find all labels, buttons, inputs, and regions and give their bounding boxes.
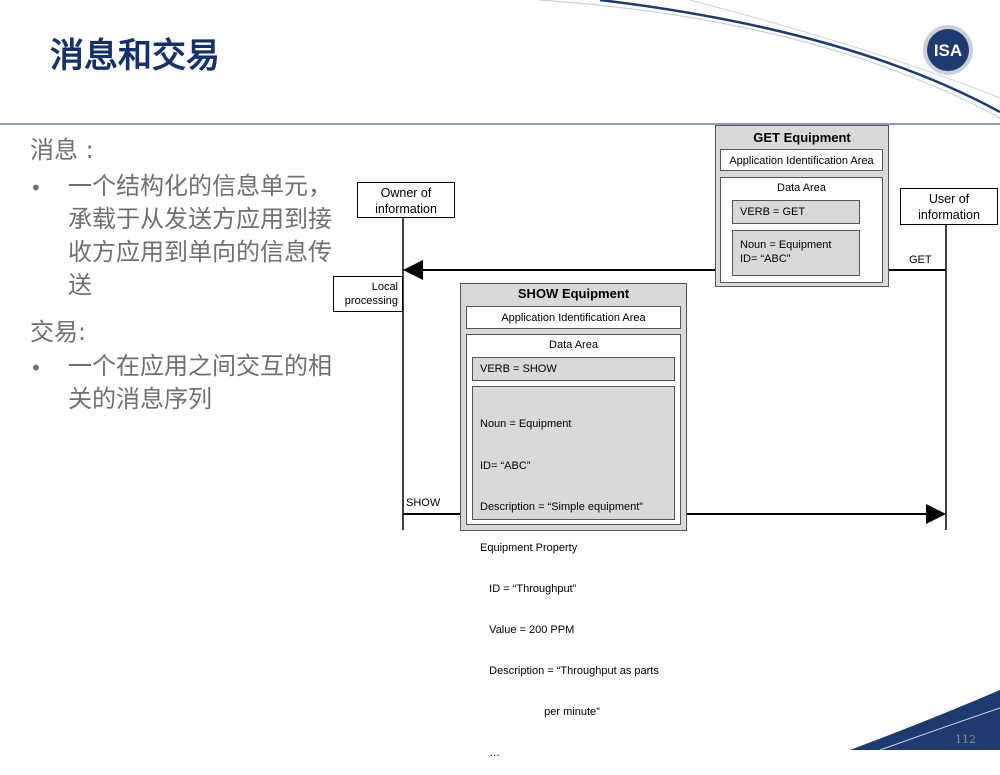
local-processing-box: Local processing xyxy=(333,276,403,312)
message-heading: 消息 : xyxy=(30,136,94,164)
noun-line: … xyxy=(480,747,501,760)
noun-line: ID= “ABC” xyxy=(480,459,531,472)
noun-line: Equipment Property xyxy=(480,541,578,554)
isa-logo: ISA xyxy=(922,24,974,76)
show-arrow-label: SHOW xyxy=(406,497,441,509)
owner-of-information-box: Owner of information xyxy=(357,182,455,218)
get-arrow-label: GET xyxy=(909,254,932,266)
logo-text: ISA xyxy=(934,41,962,60)
noun-line: Noun = Equipment xyxy=(740,239,832,251)
get-message-title: GET Equipment xyxy=(753,130,851,145)
transaction-definition: 一个在应用之间交互的相关的消息序列 xyxy=(68,352,332,413)
noun-line: Description = “Simple equipment” xyxy=(480,500,643,513)
slide-decoration xyxy=(0,0,1000,750)
noun-line: per minute” xyxy=(480,706,600,719)
show-noun-box: Noun = Equipment ID= “ABC” Description =… xyxy=(472,386,675,759)
noun-line: Value = 200 PPM xyxy=(480,623,575,636)
noun-line: Description = “Throughput as parts xyxy=(480,665,659,678)
bullet-symbol: • xyxy=(30,176,42,200)
get-app-id-area: Application Identification Area xyxy=(720,149,883,171)
show-app-id-area: Application Identification Area xyxy=(466,306,681,329)
noun-line: ID = “Throughput” xyxy=(480,582,577,595)
get-noun-box: Noun = Equipment ID= “ABC” xyxy=(732,230,860,276)
noun-line: ID= “ABC” xyxy=(740,252,791,265)
show-message-title: SHOW Equipment xyxy=(517,286,630,301)
get-data-area-label: Data Area xyxy=(777,182,826,194)
show-verb: VERB = SHOW xyxy=(472,357,675,381)
get-verb: VERB = GET xyxy=(732,200,860,224)
page-number: 112 xyxy=(955,733,976,746)
noun-line: Noun = Equipment xyxy=(480,418,572,431)
message-definition: 一个结构化的信息单元，承载于从发送方应用到接收方应用到单向的信息传送 xyxy=(68,172,332,299)
transaction-heading: 交易: xyxy=(30,318,87,346)
show-data-area-label: Data Area xyxy=(549,339,598,351)
user-of-information-box: User of information xyxy=(900,188,998,225)
bullet-symbol: • xyxy=(30,356,42,380)
slide-title: 消息和交易 xyxy=(50,36,220,76)
